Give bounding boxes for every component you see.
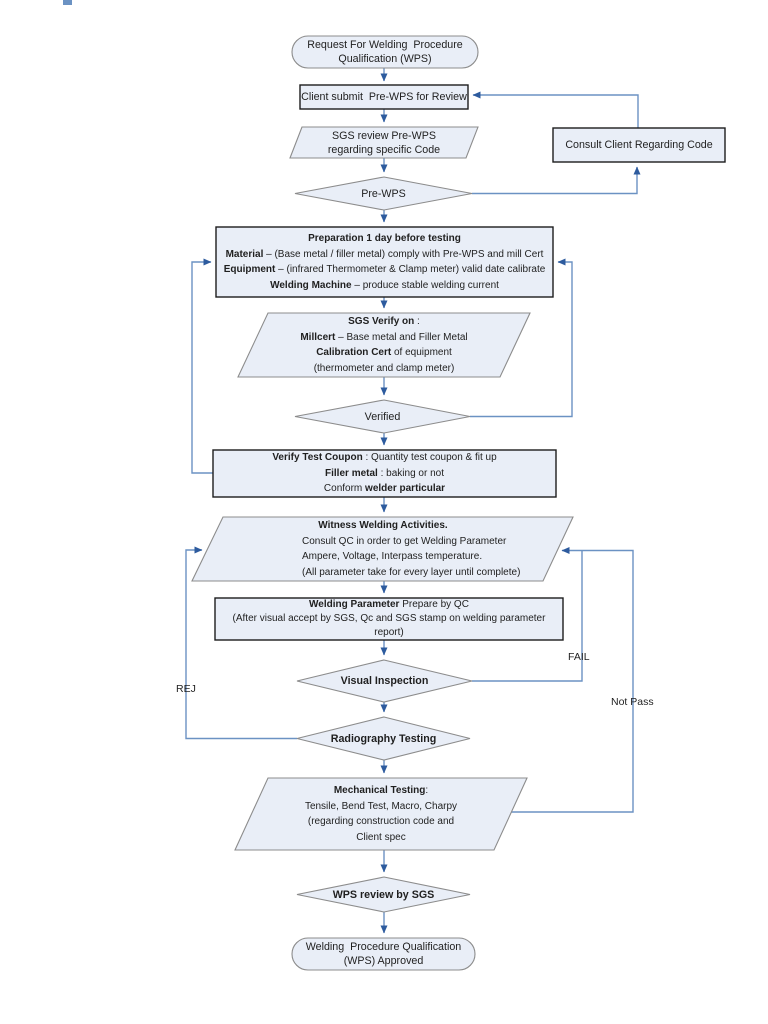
edge-fail-line: [472, 550, 583, 682]
text-line: (thermometer and clamp meter): [313, 362, 455, 374]
not-pass-branch-label: Not Pass: [611, 696, 654, 708]
text-line: Visual Inspection: [340, 675, 429, 687]
edge-prewps-consult: [472, 166, 641, 195]
text-line: Mechanical Testing:: [333, 785, 429, 796]
text-line: Verified: [364, 410, 401, 423]
wps-review-diamond-shape: [296, 876, 471, 913]
sgs-review-parallelogram-shape: [289, 126, 479, 159]
pre-wps-diamond-shape: [294, 176, 473, 211]
text-line: SGS review Pre-WPS: [332, 129, 436, 142]
text-line: Preparation 1 day before testing: [308, 233, 461, 244]
client-submit-label: Client submit Pre-WPS for Review: [300, 85, 468, 109]
radiography-diamond-shape: [296, 716, 471, 761]
text-line: WPS review by SGS: [332, 888, 435, 901]
text-line: Verify Test Coupon : Quantity test coupo…: [272, 452, 497, 464]
text-line: Request For Welding Procedure: [307, 39, 463, 51]
text-line: Tensile, Bend Test, Macro, Charpy: [304, 800, 458, 812]
text-line: Welding Procedure Qualification: [305, 941, 462, 953]
edge-coupon-loop-preparation: [191, 258, 213, 474]
consult-client-label: Consult Client Regarding Code: [553, 128, 725, 162]
radiography-label: Radiography Testing: [297, 717, 470, 760]
start-terminator-shape: [291, 35, 479, 69]
fail-branch-label: FAIL: [568, 651, 590, 663]
text-line: Pre-WPS: [361, 187, 406, 200]
witness-label: Witness Welding Activities. Consult QC in…: [252, 517, 521, 581]
text-line: Millcert – Base metal and Filler Metal: [300, 331, 468, 343]
text-line: Material – (Base metal / filler metal) c…: [225, 248, 544, 260]
mechanical-label: Mechanical Testing: Tensile, Bend Test, M…: [235, 778, 527, 850]
wps-review-label: WPS review by SGS: [297, 877, 470, 912]
edge-notpass-line: [511, 547, 634, 813]
verify-coupon-label: Verify Test Coupon : Quantity test coupo…: [213, 450, 556, 497]
text-line: Calibration Cert of equipment: [316, 347, 452, 358]
connectors: [185, 68, 641, 934]
edge-rej-line: [185, 546, 297, 740]
text-line: report): [374, 627, 404, 638]
visual-inspection-diamond-shape: [296, 659, 473, 703]
client-submit-rect-shape: [299, 84, 469, 110]
edge-consult-clientsubmit: [472, 91, 639, 128]
text-line: (After visual accept by SGS, Qc and SGS …: [232, 613, 546, 624]
mechanical-parallelogram-shape: [234, 777, 528, 851]
edge-verified-loop-preparation: [470, 258, 573, 418]
text-line: Conform welder particular: [323, 483, 446, 495]
verify-coupon-rect-shape: [212, 449, 557, 498]
pre-wps-label: Pre-WPS: [295, 177, 472, 210]
text-line: Qualification (WPS): [338, 53, 432, 65]
text-line: Consult Client Regarding Code: [565, 139, 713, 151]
rej-branch-label: REJ: [176, 683, 196, 695]
text-line: Witness Welding Activities.: [318, 520, 448, 531]
text-line: regarding specific Code: [327, 143, 441, 156]
text-line: (WPS) Approved: [343, 955, 424, 967]
text-line: (All parameter take for every layer unti…: [302, 566, 521, 578]
text-line: Client submit Pre-WPS for Review: [301, 91, 467, 103]
weld-param-label: Welding Parameter Prepare by QC (After vi…: [215, 598, 563, 640]
sgs-verify-label: SGS Verify on : Millcert – Base metal and…: [238, 313, 530, 377]
verified-label: Verified: [295, 400, 470, 433]
text-line: Client spec: [356, 831, 406, 843]
end-terminator-shape: [291, 937, 476, 971]
end-terminator-label: Welding Procedure Qualification (WPS) App…: [292, 938, 475, 970]
text-line: Filler metal : baking or not: [325, 467, 444, 479]
preparation-rect-shape: [215, 226, 554, 298]
text-line: (regarding construction code and: [307, 816, 455, 827]
text-line: Consult QC in order to get Welding Param…: [302, 535, 507, 547]
text-line: SGS Verify on :: [348, 316, 420, 327]
text-line: Welding Machine – produce stable welding…: [270, 279, 499, 291]
text-line: Ampere, Voltage, Interpass temperature.: [302, 551, 483, 562]
visual-inspection-label: Visual Inspection: [297, 660, 472, 702]
scroll-artifact: [63, 0, 72, 5]
witness-parallelogram-shape: [191, 516, 574, 582]
text-line: Equipment – (infrared Thermometer & Clam…: [223, 264, 546, 275]
text-line: Welding Parameter Prepare by QC: [309, 599, 469, 610]
text-line: Radiography Testing: [330, 732, 437, 745]
weld-param-rect-shape: [214, 597, 564, 641]
consult-client-rect-shape: [552, 127, 726, 163]
sgs-verify-parallelogram-shape: [237, 312, 531, 378]
verified-diamond-shape: [294, 399, 471, 434]
